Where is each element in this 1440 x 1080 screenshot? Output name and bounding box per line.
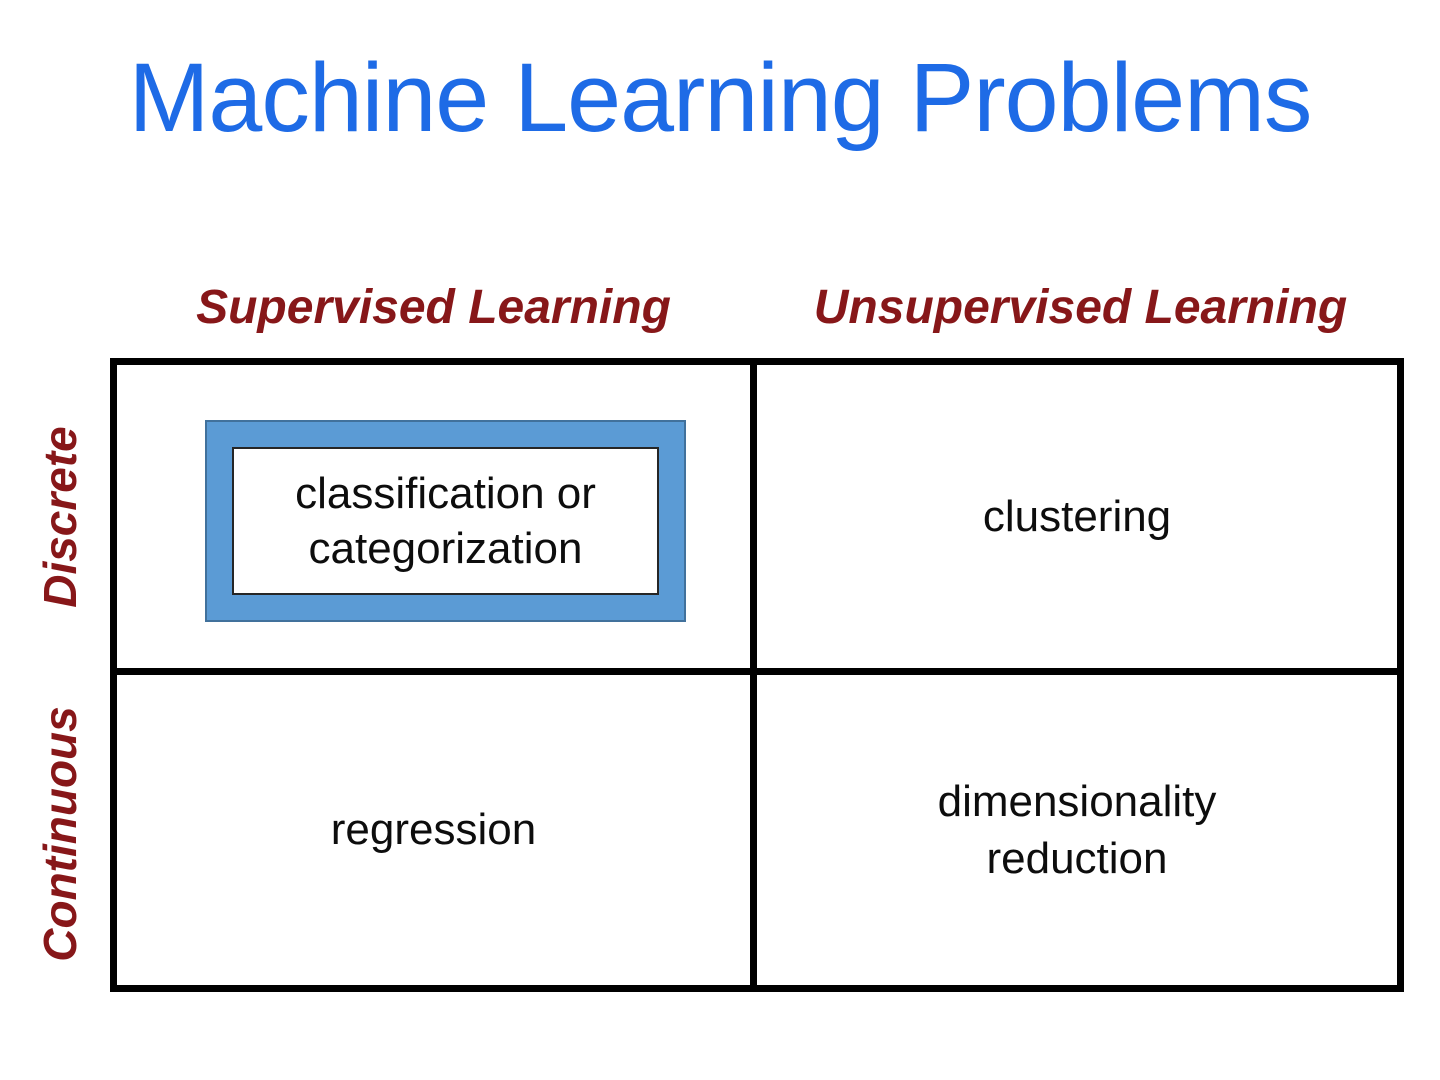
column-header-unsupervised: Unsupervised Learning [813,280,1348,334]
cell-discrete-unsupervised: clustering [757,365,1397,675]
column-headers: Supervised Learning Unsupervised Learnin… [110,276,1404,338]
cell-dimensionality-reduction-label: dimensionality reduction [937,776,1217,883]
cell-regression-label: regression [330,805,537,855]
row-label-discrete: Discrete [34,425,86,608]
highlight-box: classification or categorization [205,420,686,622]
matrix-grid: classification or categorization cluster… [110,358,1404,992]
cell-classification-label: classification or categorization [232,447,659,595]
cell-discrete-supervised: classification or categorization [117,365,757,675]
slide-title: Machine Learning Problems [128,43,1313,152]
row-label-continuous-wrap: Continuous [12,675,108,992]
cell-continuous-unsupervised: dimensionality reduction [757,675,1397,985]
cell-continuous-supervised: regression [117,675,757,985]
cell-clustering-label: clustering [982,491,1172,541]
column-header-supervised: Supervised Learning [196,280,671,334]
row-label-continuous: Continuous [34,705,86,962]
row-label-discrete-wrap: Discrete [12,358,108,675]
